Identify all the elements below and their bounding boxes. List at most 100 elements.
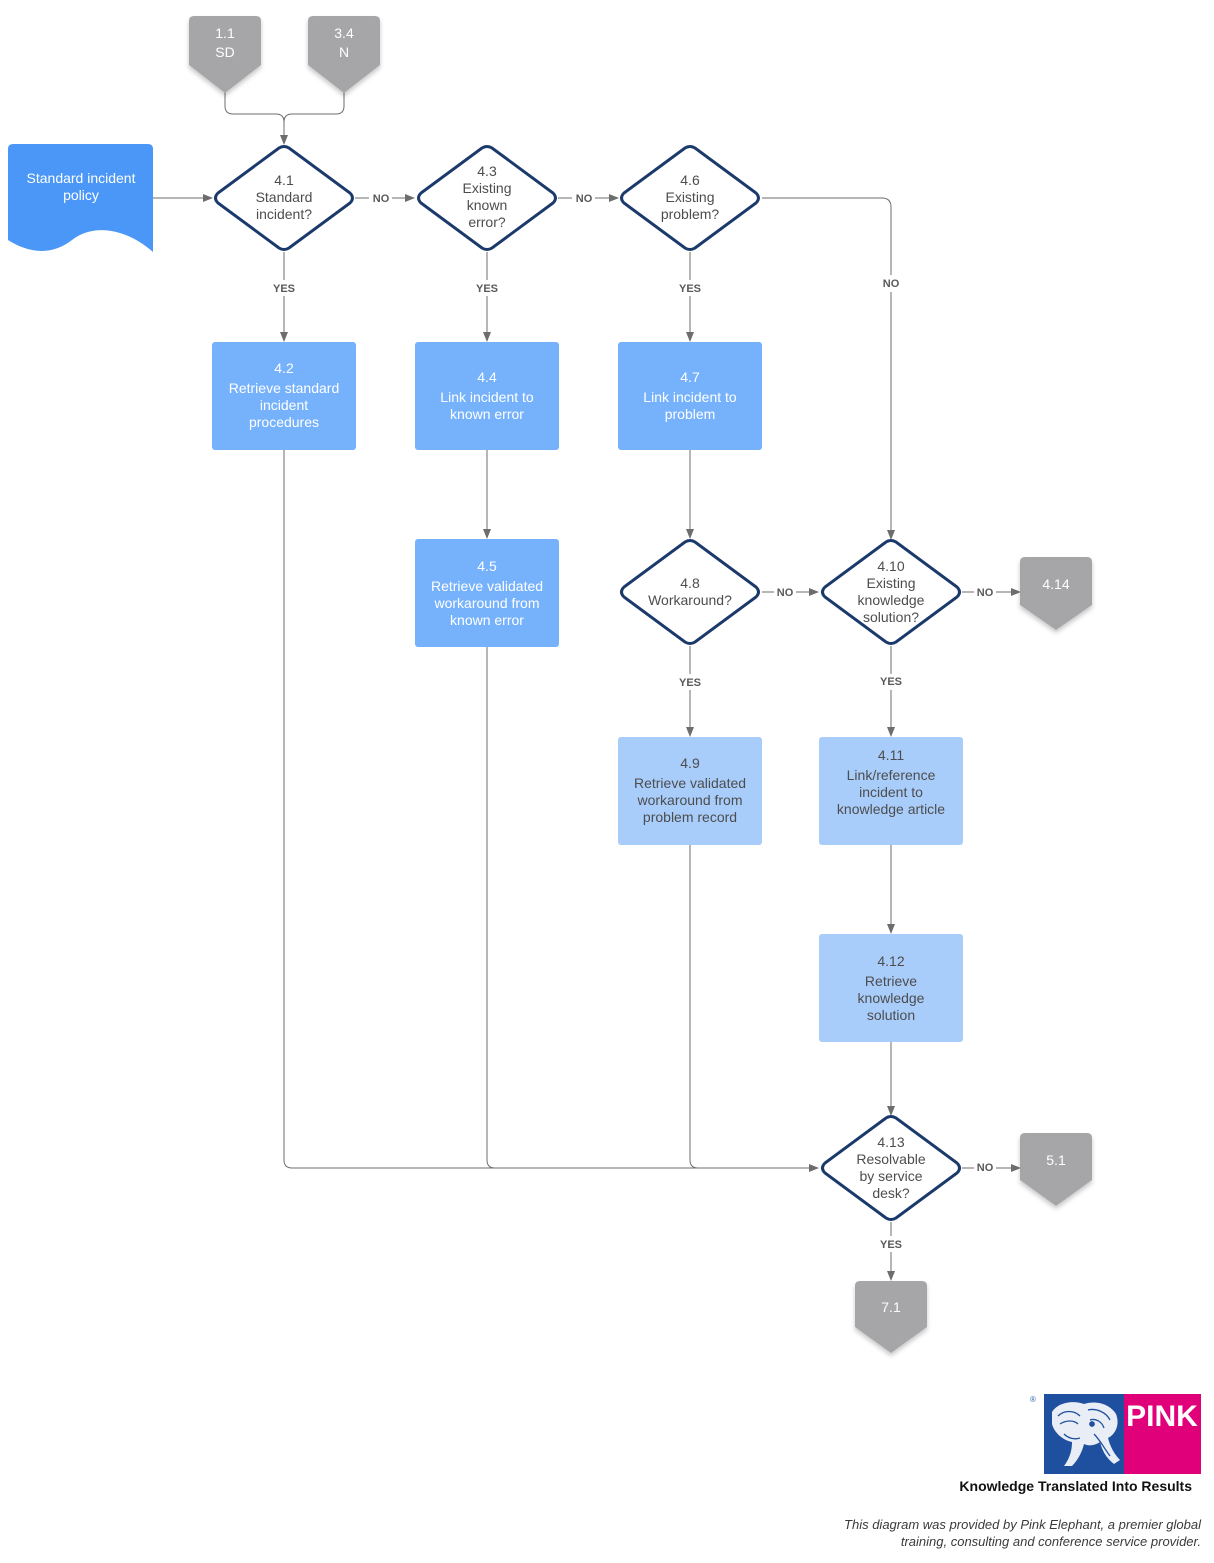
process-text: workaround from: [433, 595, 539, 611]
elephant-icon: [1052, 1402, 1120, 1466]
flow-line-4-9-to-4-13: [689, 845, 699, 1169]
policy-document[interactable]: Standard incident policy: [8, 144, 153, 252]
decision-4-1[interactable]: 4.1 Standard incident?: [214, 145, 354, 251]
yes-label-4-13: YES: [880, 1239, 902, 1251]
decision-text: Existing: [665, 189, 714, 205]
process-text: Retrieve standard: [229, 380, 340, 396]
connector-subtitle: SD: [215, 44, 234, 60]
process-text: Retrieve: [865, 973, 917, 989]
process-text: knowledge article: [837, 801, 945, 817]
decision-text: error?: [468, 214, 506, 230]
policy-line-2: policy: [63, 187, 99, 203]
decision-number: 4.13: [877, 1134, 904, 1150]
decision-number: 4.8: [680, 575, 700, 591]
yes-label-4-6: YES: [679, 283, 701, 295]
process-4-7[interactable]: 4.7 Link incident to problem: [618, 342, 762, 450]
no-label-4-8: NO: [777, 587, 794, 599]
flow-line-3-4-to-4-1: [283, 86, 345, 123]
connector-number: 1.1: [215, 25, 235, 41]
process-text: solution: [867, 1007, 915, 1023]
decision-number: 4.6: [680, 172, 700, 188]
yes-label-4-1: YES: [273, 283, 295, 295]
offpage-connector-5-1[interactable]: 5.1: [1020, 1133, 1092, 1206]
process-text: knowledge: [858, 990, 925, 1006]
process-text: incident to: [859, 784, 923, 800]
process-4-12[interactable]: 4.12 Retrieve knowledge solution: [819, 934, 963, 1042]
offpage-connector-3-4[interactable]: 3.4 N: [308, 16, 380, 93]
connector-number: 3.4: [334, 25, 354, 41]
decision-4-8[interactable]: 4.8 Workaround?: [620, 539, 760, 645]
process-text: procedures: [249, 414, 319, 430]
decision-text: incident?: [256, 206, 312, 222]
no-label-4-1: NO: [373, 193, 390, 205]
decision-text: solution?: [863, 609, 919, 625]
offpage-connector-1-1[interactable]: 1.1 SD: [189, 16, 261, 93]
process-text: workaround from: [636, 792, 742, 808]
no-label-4-6: NO: [883, 278, 900, 290]
decision-number: 4.10: [877, 558, 904, 574]
no-label-4-3: NO: [576, 193, 593, 205]
offpage-connector-7-1[interactable]: 7.1: [855, 1281, 927, 1353]
process-number: 4.5: [477, 558, 497, 574]
pink-elephant-logo: PINK: [1044, 1394, 1201, 1474]
process-number: 4.2: [274, 360, 294, 376]
connector-subtitle: N: [339, 44, 349, 60]
no-label-4-13: NO: [977, 1162, 994, 1174]
flow-line-4-6-to-4-10: [762, 197, 891, 539]
process-text: Link incident to: [440, 389, 534, 405]
decision-4-6[interactable]: 4.6 Existing problem?: [620, 145, 760, 251]
process-number: 4.7: [680, 369, 700, 385]
logo-text: PINK: [1126, 1400, 1198, 1433]
process-text: Retrieve validated: [431, 578, 543, 594]
connector-lines: [153, 86, 1020, 1280]
decision-number: 4.3: [477, 163, 497, 179]
process-number: 4.11: [878, 747, 904, 763]
process-4-11[interactable]: 4.11 Link/reference incident to knowledg…: [819, 737, 963, 845]
process-text: known error: [450, 612, 524, 628]
decision-text: Existing: [462, 180, 511, 196]
process-text: Link incident to: [643, 389, 737, 405]
decision-text: desk?: [872, 1185, 910, 1201]
decision-text: knowledge: [858, 592, 925, 608]
connector-number: 5.1: [1046, 1152, 1066, 1168]
registered-mark: ®: [1030, 1395, 1036, 1404]
process-text: problem record: [643, 809, 737, 825]
flow-line-1-1-to-4-1: [224, 86, 288, 145]
yes-label-4-3: YES: [476, 283, 498, 295]
process-text: Retrieve validated: [634, 775, 746, 791]
flow-line-4-2-to-4-13: [283, 450, 819, 1172]
decision-4-3[interactable]: 4.3 Existing known error?: [417, 145, 557, 251]
process-4-4[interactable]: 4.4 Link incident to known error: [415, 342, 559, 450]
yes-label-4-10: YES: [880, 676, 902, 688]
process-4-9[interactable]: 4.9 Retrieve validated workaround from p…: [618, 737, 762, 845]
decision-text: Workaround?: [648, 592, 732, 608]
policy-line-1: Standard incident: [27, 170, 136, 186]
credit-note: This diagram was provided by Pink Elepha…: [781, 1516, 1201, 1550]
flow-line-4-5-to-4-13: [486, 647, 496, 1169]
decision-text: Existing: [866, 575, 915, 591]
decision-number: 4.1: [274, 172, 294, 188]
decision-4-13[interactable]: 4.13 Resolvable by service desk?: [821, 1115, 961, 1221]
process-text: known error: [450, 406, 524, 422]
decision-text: Standard: [256, 189, 313, 205]
no-label-4-10: NO: [977, 587, 994, 599]
process-number: 4.9: [680, 755, 700, 771]
decision-text: known: [467, 197, 507, 213]
decision-4-10[interactable]: 4.10 Existing knowledge solution?: [821, 539, 961, 645]
process-number: 4.4: [477, 369, 497, 385]
process-text: incident: [260, 397, 308, 413]
branch-labels: NO NO NO YES YES YES NO NO YES YES NO YE…: [273, 193, 994, 1251]
decision-text: Resolvable: [856, 1151, 925, 1167]
connector-number: 4.14: [1042, 576, 1069, 592]
yes-label-4-8: YES: [679, 677, 701, 689]
decision-text: problem?: [661, 206, 720, 222]
decision-text: by service: [859, 1168, 922, 1184]
process-text: Link/reference: [847, 767, 936, 783]
offpage-connector-4-14[interactable]: 4.14: [1020, 557, 1092, 630]
process-4-5[interactable]: 4.5 Retrieve validated workaround from k…: [415, 539, 559, 647]
connector-number: 7.1: [881, 1299, 901, 1315]
process-number: 4.12: [877, 953, 904, 969]
process-4-2[interactable]: 4.2 Retrieve standard incident procedure…: [212, 342, 356, 450]
credit-line-2: training, consulting and conference serv…: [900, 1534, 1201, 1549]
